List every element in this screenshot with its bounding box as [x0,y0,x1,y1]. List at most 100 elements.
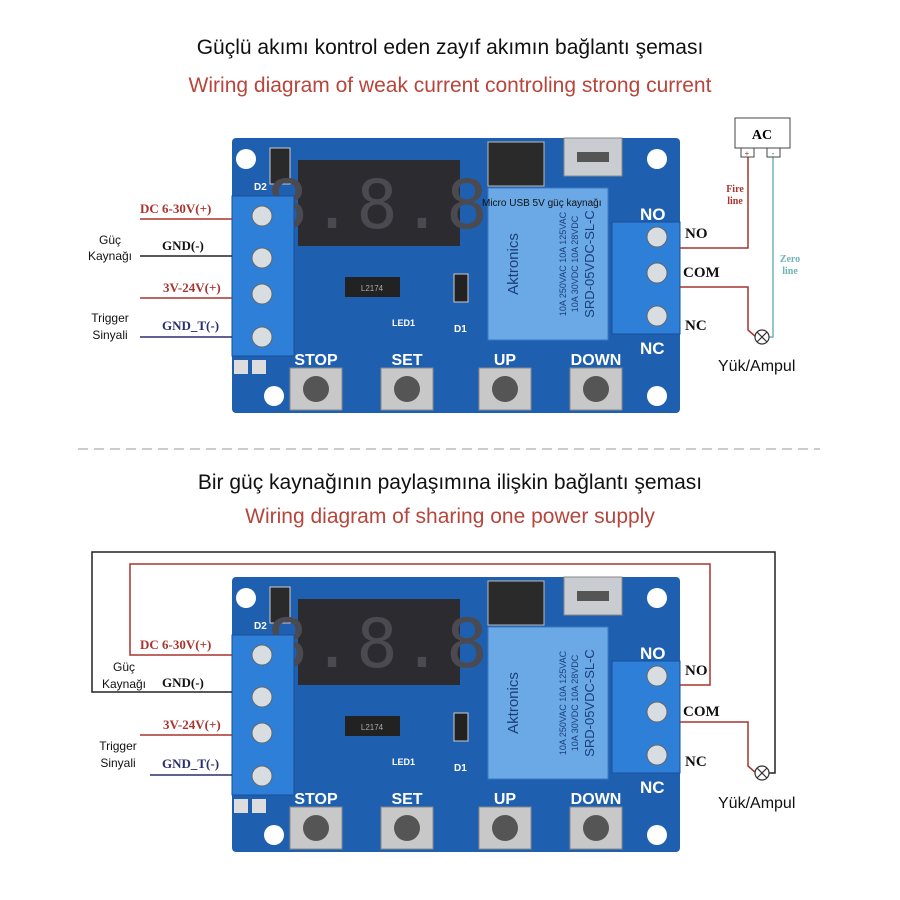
section1-subtitle: Wiring diagram of weak current controlin… [189,74,712,97]
jumper-pad [234,799,248,813]
trigger-plus-label: 3V-24V(+) [163,280,221,295]
mounting-hole [647,149,667,169]
led-label: LED1 [392,318,415,328]
dc-input-label: DC 6-30V(+) [140,201,211,216]
board-nc-label: NC [640,339,665,358]
relay-brand: Aktronics [505,233,522,295]
screw-terminal[interactable] [251,765,273,787]
up-button[interactable] [478,367,532,411]
relay [487,626,609,780]
no-label: NO [685,226,708,242]
set-button[interactable] [380,806,434,850]
ac-minus: - [772,149,775,158]
nc-label: NC [685,754,707,770]
relay-brand: Aktronics [505,672,522,734]
section2-title: Bir güç kaynağının paylaşımına ilişkin b… [198,471,702,494]
stop-button[interactable] [289,806,343,850]
usb-opening [577,591,609,601]
load-label: Yük/Ampul [718,795,795,812]
relay-board: D2 8.8.8 L2174 D1 LED1 Aktronics 10A 250… [231,137,681,413]
screw-terminal[interactable] [251,205,273,227]
no-label: NO [685,663,708,679]
ac-source [734,117,791,149]
power-group-label: Kaynağı [102,677,146,691]
mounting-hole [264,825,284,845]
d1-label: D1 [454,324,467,335]
fire-line-label: line [727,196,743,207]
relay-board-slot: D2 8.8.8 L2174 D1 LED1 Aktronics 10A 250… [231,576,681,852]
down-button[interactable] [569,806,623,850]
mounting-hole [264,386,284,406]
trigger-plus-label: 3V-24V(+) [163,717,221,732]
screw-terminal[interactable] [646,262,668,284]
trigger-group-label: Trigger [91,311,129,325]
diode-d2 [269,586,291,624]
stop-button[interactable] [289,367,343,411]
usb-opening [577,152,609,162]
diode-d2 [269,147,291,185]
zero-line-label: Zero [780,254,800,265]
nc-label: NC [685,318,707,334]
screw-terminal[interactable] [646,226,668,248]
power-group-label: Güç [99,233,121,247]
load-label: Yük/Ampul [718,358,795,375]
ac-plus: + [745,149,750,158]
screw-terminal[interactable] [646,744,668,766]
gnd-label: GND(-) [162,675,204,690]
gnd-label: GND(-) [162,238,204,253]
down-label: DOWN [571,791,622,808]
board-nc-label: NC [640,778,665,797]
screw-terminal[interactable] [251,283,273,305]
section2-subtitle: Wiring diagram of sharing one power supp… [245,505,655,528]
d1-label: D1 [454,763,467,774]
up-label: UP [494,791,517,808]
up-button[interactable] [478,806,532,850]
section2-wiring [91,551,776,776]
ac-plus-tab [740,147,755,158]
lamp-icon [754,329,770,345]
trigger-group-label: Trigger [99,739,137,753]
stop-label: STOP [294,791,338,808]
power-group-label: Kaynağı [88,249,132,263]
stop-label: STOP [294,352,338,369]
ic-chip [345,716,400,736]
led-display [298,599,460,685]
screw-terminal[interactable] [251,686,273,708]
d2-label: D2 [254,621,267,632]
jumper-pad [252,799,266,813]
ic-chip [345,277,400,297]
screw-terminal[interactable] [251,644,273,666]
gnd-t-label: GND_T(-) [162,318,219,333]
regulator-chip [487,580,545,626]
board-no-label: NO [640,644,666,663]
set-button[interactable] [380,367,434,411]
section1-wiring [140,152,774,338]
relay [487,187,609,341]
screw-terminal[interactable] [251,722,273,744]
com-label: COM [683,704,720,720]
screw-terminal[interactable] [251,326,273,348]
up-label: UP [494,352,517,369]
down-label: DOWN [571,352,622,369]
lamp-icon [754,765,770,781]
d2-label: D2 [254,182,267,193]
down-button[interactable] [569,367,623,411]
diode-d1 [453,273,469,303]
led-display [298,160,460,246]
ac-minus-tab [766,147,781,158]
screw-terminal[interactable] [646,305,668,327]
screw-terminal[interactable] [251,247,273,269]
fire-line-label: Fire [726,184,744,195]
power-group-label: Güç [113,660,135,674]
ic-label: L2174 [361,284,384,293]
dc-input-label: DC 6-30V(+) [140,637,211,652]
section1-title: Güçlü akımı kontrol eden zayıf akımın ba… [197,36,704,59]
screw-terminal[interactable] [646,665,668,687]
screw-terminal[interactable] [646,701,668,723]
gnd-t-label: GND_T(-) [162,756,219,771]
usb-note: Micro USB 5V güç kaynağı [482,198,602,209]
relay-spec: 10A 250VAC 10A 125VAC [558,650,568,755]
regulator-chip [487,141,545,187]
relay-model: SRD-05VDC-SL-C [582,649,597,757]
